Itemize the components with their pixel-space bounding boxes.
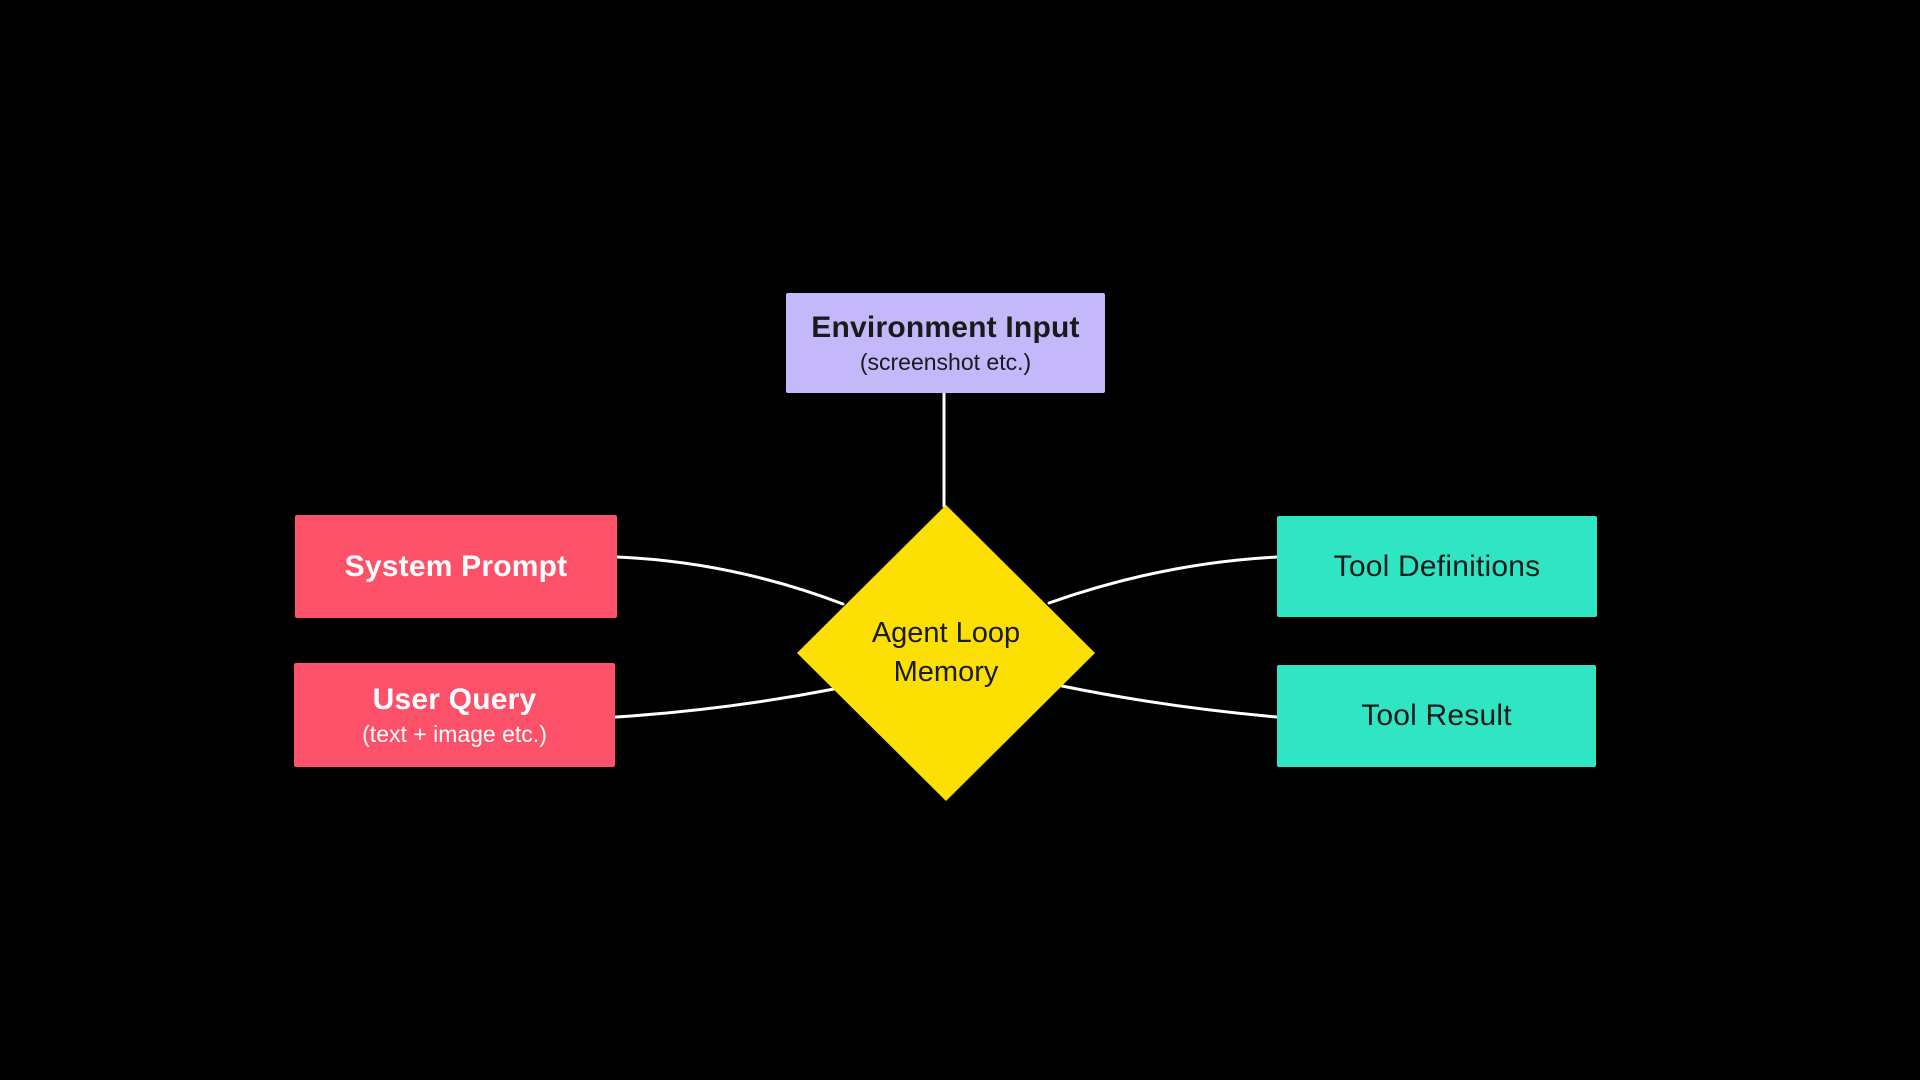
- node-agent-loop-memory-label: Agent Loop Memory: [796, 614, 1096, 692]
- agent-loop-memory-line2: Memory: [893, 656, 999, 688]
- edge-system-prompt-to-agent-loop: [615, 555, 845, 606]
- user-query-subtitle: (text + image etc.): [362, 720, 547, 747]
- node-system-prompt: System Prompt: [295, 515, 617, 618]
- environment-input-title: Environment Input: [811, 310, 1080, 344]
- tool-definitions-title: Tool Definitions: [1333, 549, 1541, 583]
- node-tool-definitions: Tool Definitions: [1277, 516, 1597, 617]
- edge-user-query-to-agent-loop: [614, 687, 836, 719]
- tool-result-title: Tool Result: [1361, 699, 1512, 732]
- user-query-title: User Query: [372, 682, 537, 716]
- environment-input-subtitle: (screenshot etc.): [859, 348, 1032, 375]
- edge-agent-loop-to-tool-definitions: [1047, 555, 1279, 605]
- edge-agent-loop-to-tool-result: [1060, 684, 1279, 719]
- node-tool-result: Tool Result: [1277, 665, 1596, 767]
- agent-loop-memory-diamond: [797, 505, 1095, 801]
- node-environment-input: Environment Input (screenshot etc.): [786, 293, 1105, 393]
- system-prompt-title: System Prompt: [344, 549, 568, 583]
- agent-loop-memory-line1: Agent Loop: [871, 617, 1021, 649]
- node-user-query: User Query (text + image etc.): [294, 663, 615, 767]
